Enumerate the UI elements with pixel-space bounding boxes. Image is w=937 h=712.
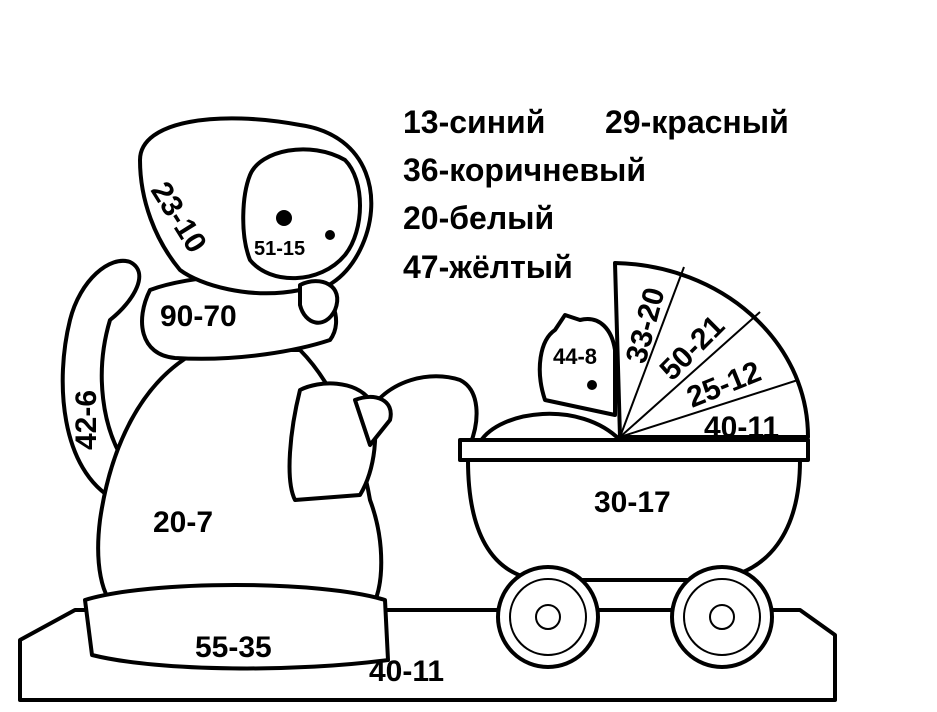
stroller-body	[466, 458, 802, 582]
stroller-blanket	[478, 411, 622, 444]
canopy-line	[619, 379, 799, 438]
stroller-wheel-left	[496, 565, 600, 669]
legend-red: 29-красный	[605, 104, 789, 140]
label-ground: 40-11	[369, 655, 444, 688]
legend-white: 20-белый	[403, 200, 554, 236]
label-kitten: 44-8	[553, 344, 597, 369]
label-tail: 42-6	[70, 390, 103, 450]
label-coat-hem: 55-35	[195, 631, 272, 664]
legend-yellow: 47-жёлтый	[403, 249, 573, 285]
cat-tail	[60, 258, 142, 502]
cat-eye	[276, 210, 292, 226]
label-collar: 90-70	[160, 300, 237, 333]
legend-blue: 13-синий	[403, 104, 545, 140]
cat-arm	[287, 381, 378, 502]
canopy-line	[619, 311, 761, 438]
coat-hem	[83, 583, 390, 671]
label-face: 51-15	[254, 238, 305, 260]
cat-face	[241, 147, 362, 281]
legend-brown: 36-коричневый	[403, 152, 646, 188]
scarf-knot	[298, 279, 340, 325]
label-stroller-body: 30-17	[594, 486, 671, 519]
stroller-canopy	[613, 261, 810, 439]
cat-nose	[325, 230, 335, 240]
cat-paw	[353, 394, 393, 447]
kitten-head	[537, 313, 617, 417]
stroller-wheel-right	[670, 565, 774, 669]
canopy-line	[619, 266, 685, 438]
label-canopy-4: 40-11	[704, 411, 779, 444]
stroller-handle	[368, 374, 479, 447]
kitten-nose	[587, 380, 597, 390]
label-coat: 20-7	[153, 506, 213, 539]
